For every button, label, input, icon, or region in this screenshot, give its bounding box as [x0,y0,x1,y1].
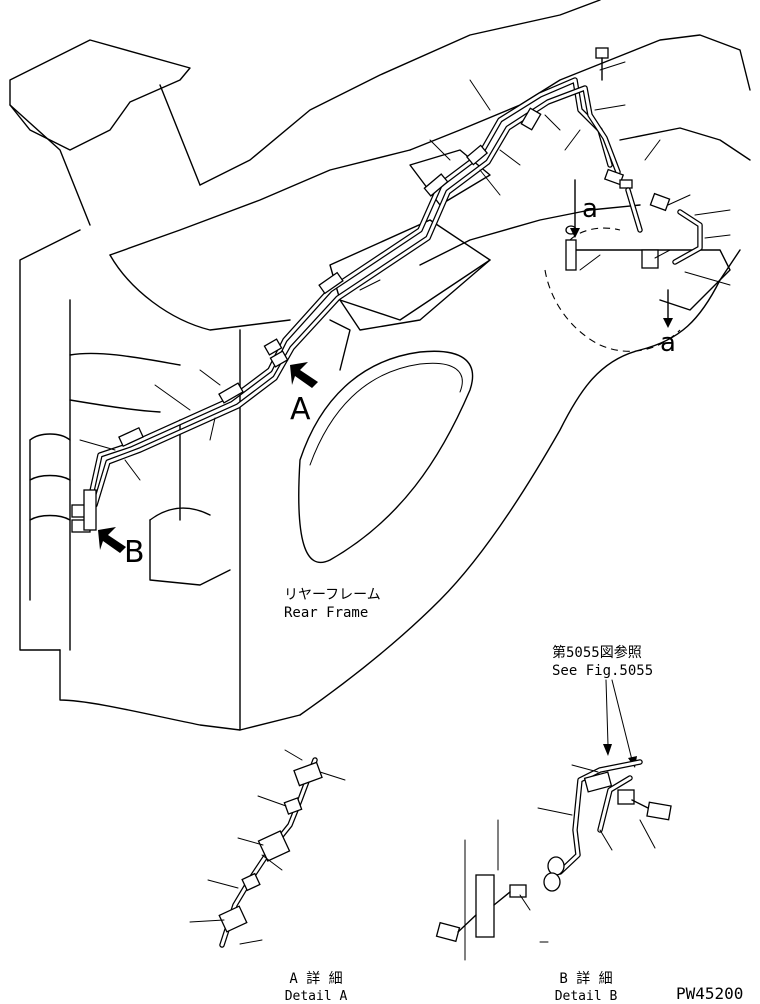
detail-b-title-jp: B 詳 細 [559,971,613,987]
rear-frame-label-jp: リヤーフレーム [284,587,381,603]
detail-a-drawing [189,749,346,948]
see-fig-label-en: See Fig.5055 [552,663,654,679]
rear-frame-label-en: Rear Frame [284,605,369,621]
detail-a-title-jp: A 詳 細 [289,971,343,987]
drawing-number: PW45200 [676,984,744,1003]
leader-lines [79,61,731,481]
detail-b-drawing [435,679,672,961]
view-arrows [98,362,318,553]
rear-frame-outline [9,0,751,731]
detail-a-title-en: Detail A [284,989,348,1004]
view-arrow-b [98,527,126,553]
detail-b-title-en: Detail B [554,989,618,1004]
view-label-b: B [124,535,145,570]
section-label-a-top: a [582,194,598,224]
section-label-a-bottom: a [660,328,676,358]
see-fig-label-jp: 第5055図参照 [552,645,642,661]
section-arrows [570,179,673,328]
view-label-a: A [290,392,311,427]
view-arrow-a [290,362,318,388]
hydraulic-pipe-route [71,47,703,533]
